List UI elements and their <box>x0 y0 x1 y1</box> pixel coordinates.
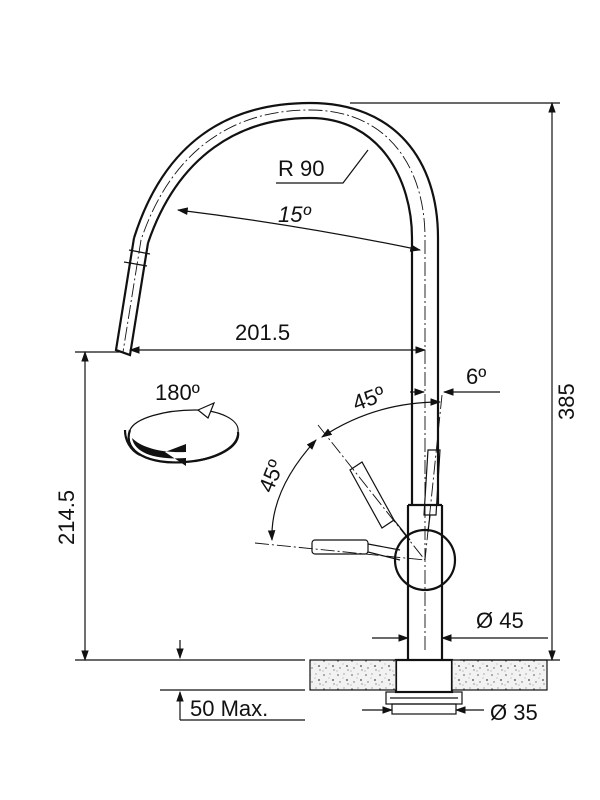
rotation-label: 180º <box>155 380 200 405</box>
max-thickness-dimension: 50 Max. <box>176 640 305 721</box>
swivel-angle-label: 15º <box>278 202 311 227</box>
rotation-indicator: 180º <box>123 380 240 466</box>
radius-dimension: R 90 <box>276 149 369 184</box>
rotation-arrow-icon <box>123 401 240 466</box>
faucet-body <box>385 355 463 715</box>
lever-angle-side-dimension: 45º <box>253 439 317 542</box>
levers <box>254 394 443 561</box>
base-flange <box>394 658 454 694</box>
body-diameter-label: Ø 45 <box>476 608 524 633</box>
spout-height-dimension: 214.5 <box>54 350 122 662</box>
lever-angle-front-label: 45º <box>349 381 388 416</box>
spout <box>114 101 440 650</box>
body-diameter-dimension: Ø 45 <box>372 608 548 642</box>
lever-angle-front-dimension: 45º <box>321 381 442 438</box>
mount-diameter-label: Ø 35 <box>490 700 538 725</box>
total-height-dimension: 385 <box>350 101 579 662</box>
countertop <box>75 659 548 691</box>
lever-diagonal <box>349 461 395 529</box>
reach-dimension: 201.5 <box>128 320 427 354</box>
spout-height-label: 214.5 <box>54 490 79 545</box>
lever-angle-side-label: 45º <box>253 456 288 496</box>
lever-left <box>311 539 369 555</box>
total-height-label: 385 <box>554 383 579 420</box>
mount-diameter-dimension: Ø 35 <box>362 700 538 725</box>
lever-tilt-label: 6º <box>466 364 486 389</box>
lever-tilt-dimension: 6º <box>410 364 500 396</box>
max-thickness-label: 50 Max. <box>190 696 268 721</box>
radius-label: R 90 <box>278 156 324 181</box>
swivel-angle-dimension: 15º <box>176 202 422 252</box>
lever-hub <box>393 528 457 592</box>
reach-label: 201.5 <box>235 320 290 345</box>
